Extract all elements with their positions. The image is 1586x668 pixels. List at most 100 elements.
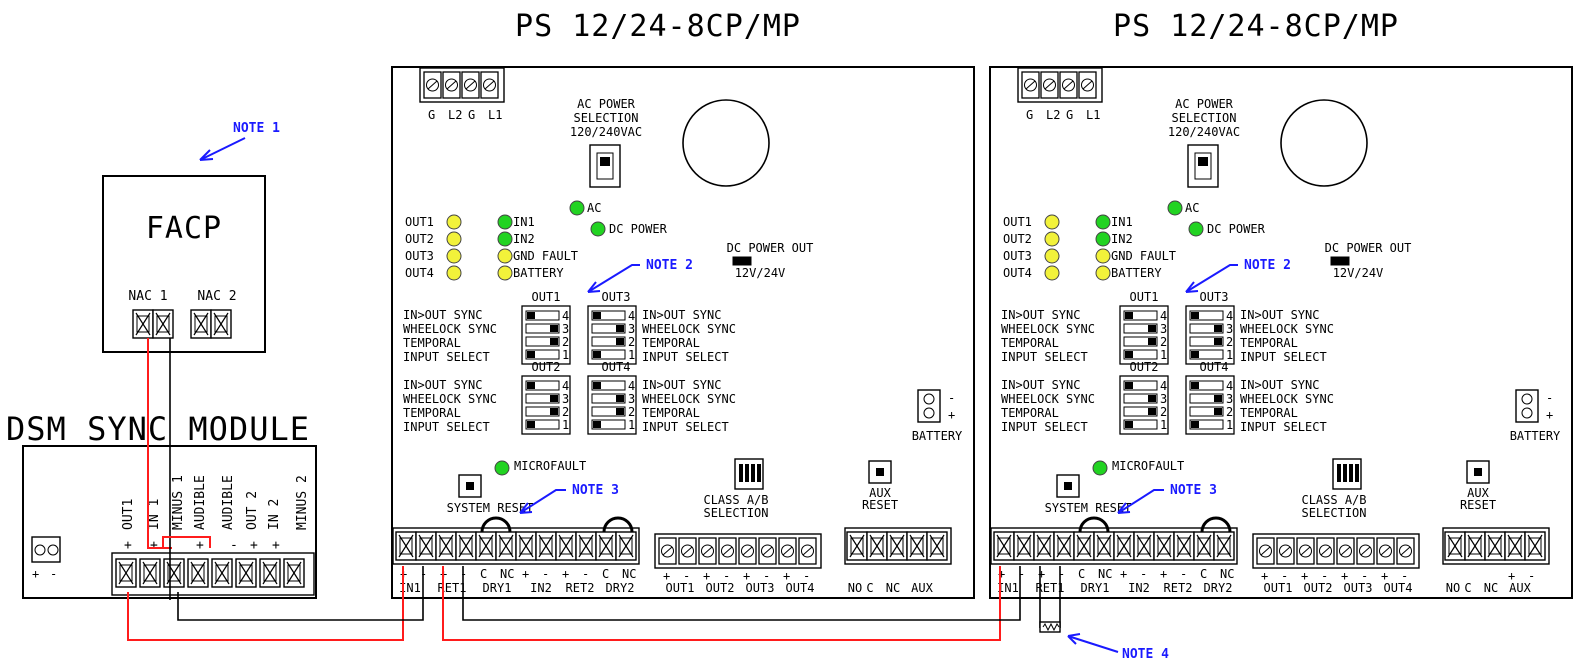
out-sign: +: [1301, 569, 1308, 583]
microfault-label: MICROFAULT: [1112, 459, 1184, 473]
dip-title: OUT2: [1130, 360, 1159, 374]
out-led: [446, 231, 462, 247]
aux-label: NC: [886, 581, 900, 595]
note-1: NOTE 1: [233, 121, 280, 136]
dc-power-out-value: 12V/24V: [1333, 266, 1384, 280]
dsm-terminal-label: OUT 2: [245, 491, 260, 530]
out-led-label: OUT1: [1003, 215, 1032, 229]
dsm-terminal-label: AUDIBLE: [221, 475, 236, 530]
ac-terminal: [1040, 71, 1059, 99]
dsm-terminal: [115, 558, 137, 588]
ret1-to-in1-black: [462, 566, 1021, 621]
dip-number: 1: [628, 348, 635, 362]
terminal-sign: +: [1160, 567, 1167, 581]
dip-right-label: TEMPORAL: [1240, 336, 1298, 350]
status-led-label: GND FAULT: [513, 249, 578, 263]
dsm-terminal: [235, 558, 257, 588]
dip-right-label: TEMPORAL: [1240, 406, 1298, 420]
terminal-name: IN1: [997, 581, 1019, 595]
dip-right-label: WHEELOCK SYNC: [642, 322, 736, 336]
battery-plus: +: [948, 408, 955, 422]
out-terminal: [778, 537, 797, 565]
aux-terminal: [1444, 531, 1466, 561]
ac-power-label: SELECTION: [573, 111, 638, 125]
terminal-sign: NC: [622, 567, 636, 581]
terminal-name: IN2: [1128, 581, 1150, 595]
dsm-power-plus: +: [32, 567, 39, 581]
ac-terminal: [423, 71, 442, 99]
terminal-sign: -: [1018, 567, 1025, 581]
class-ab-label: SELECTION: [703, 506, 768, 520]
aux-terminal: [886, 531, 908, 561]
dip-left-label: TEMPORAL: [1001, 336, 1059, 350]
terminal-name: DRY2: [1204, 581, 1233, 595]
dsm-terminal-label: IN 2: [267, 499, 282, 530]
dip-number: 1: [1226, 418, 1233, 432]
status-led-label: IN2: [1111, 232, 1133, 246]
battery-terminal: [917, 389, 941, 423]
dc-power-out-label: DC POWER OUT: [1325, 241, 1412, 255]
aux-sign: +: [1508, 569, 1515, 583]
dip-title: OUT3: [1200, 290, 1229, 304]
dip-left-label: INPUT SELECT: [1001, 350, 1088, 364]
status-led: [497, 214, 513, 230]
dsm-terminal-sign: +: [124, 538, 132, 553]
nac2-terminal-minus: [210, 309, 232, 339]
out-led-label: OUT2: [1003, 232, 1032, 246]
terminal-sign: -: [1180, 567, 1187, 581]
main-terminal: [435, 531, 457, 561]
ac-terminal: [1021, 71, 1040, 99]
dip-number: 4: [628, 379, 635, 393]
out-sign: -: [763, 569, 770, 583]
nac1-terminal-minus: [152, 309, 174, 339]
out-terminal: [1376, 537, 1395, 565]
dip-title: OUT3: [602, 290, 631, 304]
out-led-label: OUT3: [405, 249, 434, 263]
out-name: OUT1: [666, 581, 695, 595]
out-led: [446, 214, 462, 230]
ac-terminal-label: G: [1026, 108, 1033, 122]
microfault-led: [494, 460, 510, 476]
dip-number: 3: [628, 322, 635, 336]
battery-minus: -: [1546, 391, 1553, 405]
out-name: OUT4: [786, 581, 815, 595]
dsm-terminal: [283, 558, 305, 588]
terminal-sign: -: [1058, 567, 1065, 581]
terminal-name: RET2: [566, 581, 595, 595]
out-terminal: [738, 537, 757, 565]
terminal-sign: +: [1038, 567, 1045, 581]
dip-left-label: IN>OUT SYNC: [1001, 308, 1080, 322]
dip-left-label: WHEELOCK SYNC: [1001, 392, 1095, 406]
status-led-label: BATTERY: [1111, 266, 1162, 280]
ac-terminal-label: G: [1066, 108, 1073, 122]
ac-power-label: AC POWER: [577, 97, 636, 111]
status-led: [1095, 248, 1111, 264]
out-terminal: [1396, 537, 1415, 565]
dip-title: OUT4: [602, 360, 631, 374]
out-sign: -: [803, 569, 810, 583]
status-led-label: BATTERY: [513, 266, 564, 280]
dip-right-label: INPUT SELECT: [1240, 350, 1327, 364]
nac1-label: NAC 1: [128, 289, 167, 304]
out-terminal: [1356, 537, 1375, 565]
out-sign: +: [1261, 569, 1268, 583]
main-terminal: [395, 531, 417, 561]
out-name: OUT4: [1384, 581, 1413, 595]
main-terminal: [1213, 531, 1235, 561]
ac-terminal-label: G: [428, 108, 435, 122]
status-led: [497, 231, 513, 247]
out-led-label: OUT2: [405, 232, 434, 246]
out-led: [1044, 214, 1060, 230]
ac-power-label: SELECTION: [1171, 111, 1236, 125]
dip-number: 2: [1226, 335, 1233, 349]
out-sign: +: [1381, 569, 1388, 583]
dip-right-label: INPUT SELECT: [642, 350, 729, 364]
out-terminal: [798, 537, 817, 565]
status-led: [497, 265, 513, 281]
dsm-terminal-label: AUDIBLE: [193, 475, 208, 530]
dip-number: 1: [562, 418, 569, 432]
dip-number: 1: [1160, 348, 1167, 362]
out1-to-in1-red: [127, 566, 404, 641]
